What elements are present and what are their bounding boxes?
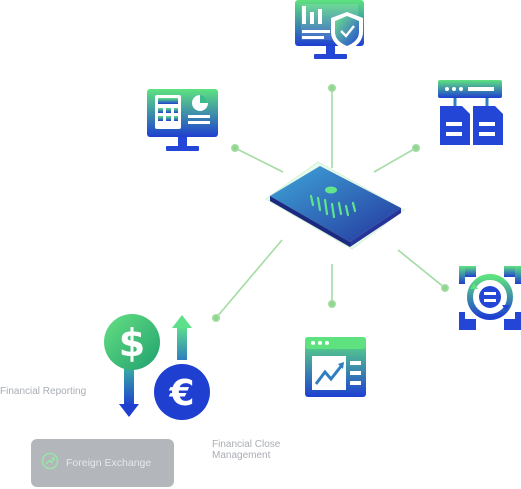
browser-chart-icon <box>305 337 366 397</box>
connector-left <box>215 239 283 319</box>
documents-sitemap-icon <box>438 80 503 145</box>
svg-text:€: € <box>168 373 194 414</box>
svg-text:$: $ <box>119 321 145 365</box>
connector-upper-left <box>234 147 284 173</box>
financial-reporting-label: Financial Reporting <box>0 386 87 397</box>
connector-dot-top <box>327 84 336 93</box>
monitor-dashboard-icon <box>147 89 218 151</box>
connector-dot-upper-left <box>231 144 240 153</box>
foreign-exchange-label: Foreign Exchange <box>66 457 152 469</box>
connector-lower-right <box>397 249 446 289</box>
connector-dot-bottom <box>327 299 336 308</box>
connector-dot-left <box>212 313 221 322</box>
currency-cycle-icon <box>459 266 521 330</box>
monitor-shield-icon <box>295 0 364 59</box>
foreign-exchange-button[interactable]: Foreign Exchange <box>31 439 174 487</box>
connector-upper-right <box>373 147 417 173</box>
connector-dot-upper-right <box>411 144 420 153</box>
connectors <box>212 84 449 322</box>
financial-close-label: Financial Close Management <box>212 439 281 461</box>
trend-up-circle-icon <box>41 452 59 475</box>
connector-dot-lower-right <box>440 283 449 292</box>
tablet-dashboard-icon <box>265 161 405 250</box>
currency-exchange-icon: $ € <box>104 314 210 420</box>
